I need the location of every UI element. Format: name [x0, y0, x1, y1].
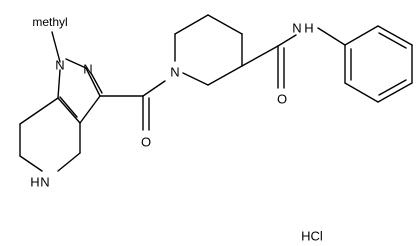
atom-n2-label: N — [83, 62, 92, 77]
bond-c7a-n1 — [57, 69, 61, 99]
salt-label: HCl — [301, 229, 323, 244]
bond-c4p-amide-c — [241, 45, 279, 67]
bond-n5-c6 — [19, 155, 43, 172]
bond-ph-4-5-double — [378, 79, 407, 96]
bond-c3a-c7a — [57, 97, 81, 124]
atom-nh-ring-n-label: N — [40, 175, 49, 190]
bond-n2-c3 — [85, 67, 101, 97]
bond-c3p-c4p — [207, 14, 243, 35]
bond-carbonyl-npip — [142, 80, 166, 97]
atom-amide-h-label: H — [304, 21, 313, 36]
bond-c4-n5 — [57, 152, 81, 172]
bond-ph-4-5 — [377, 82, 413, 103]
bond-ph-2-3 — [377, 25, 413, 46]
atom-carbonyl-o-label: O — [141, 135, 151, 150]
bond-ph-2-3-double — [378, 32, 407, 49]
bond-ph-5-6 — [344, 82, 379, 103]
bond-c6p-npip — [182, 72, 209, 86]
atom-nh-ring-h-label: H — [30, 175, 39, 190]
bond-c3a-c7a-double — [59, 96, 78, 118]
bond-n1-methyl — [51, 31, 61, 63]
bond-ph-1-2 — [344, 25, 379, 46]
bond-amide-n-phenyl — [317, 27, 346, 46]
atom-n1-label: N — [55, 58, 64, 73]
bond-c7-c7a — [19, 97, 59, 125]
atom-methyl-label: methyl — [32, 15, 67, 29]
atom-npip-label: N — [170, 65, 179, 80]
bond-n1-n2 — [65, 58, 87, 69]
bond-c2-c3p — [174, 14, 209, 35]
bond-c5p-c6p — [207, 65, 243, 86]
bond-n2-c3-double — [90, 72, 103, 94]
atom-amide-n-label: N — [292, 21, 301, 36]
bond-c3-c3a — [79, 95, 101, 124]
atom-amide-o-label: O — [277, 92, 287, 107]
bond-amide-c-n — [277, 34, 297, 47]
